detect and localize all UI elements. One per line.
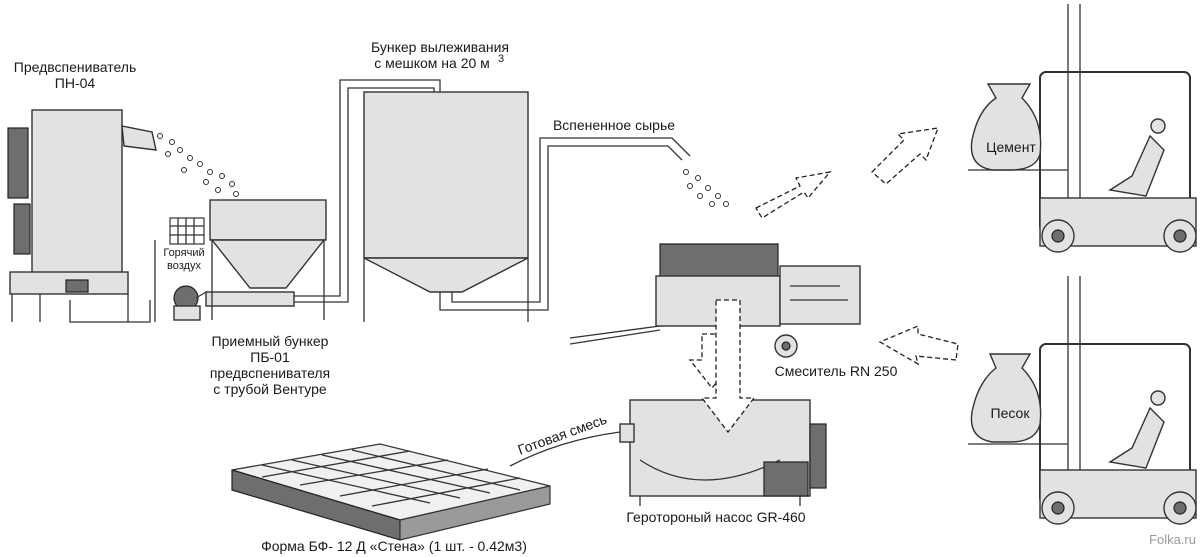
heater-grid	[169, 217, 205, 245]
mixer-label: Смеситель RN 250	[775, 363, 898, 379]
receiver-label-4: с трубой Вентуре	[213, 381, 327, 397]
arrow-foamed-to-mixer	[755, 171, 832, 219]
mixer-motor	[779, 265, 861, 325]
prefoamer-motor	[13, 203, 31, 255]
hot-air-label-2: воздух	[167, 260, 201, 272]
hot-air-heater	[154, 217, 205, 322]
driver-cement	[1108, 134, 1165, 197]
arrow-sand-to-mixer	[878, 325, 959, 366]
prefoamer-label-1: Предвспениватель	[14, 59, 137, 75]
arrow-cement-to-mixer	[871, 127, 939, 185]
beads-foamed	[683, 169, 729, 207]
prefoamer-side-panel	[7, 127, 29, 199]
prefoamer-body	[31, 109, 123, 275]
sand-bag	[970, 353, 1042, 443]
forklift-sand	[968, 276, 1197, 525]
hot-air-label-1: Горячий	[163, 247, 204, 259]
silo-label-1: Бункер вылеживания	[371, 39, 509, 55]
aging-silo	[363, 91, 529, 322]
transport-pipe-2	[439, 145, 683, 311]
sand-label: Песок	[991, 405, 1031, 421]
forklift-cement	[968, 4, 1197, 253]
cement-label: Цемент	[986, 139, 1036, 155]
prefoamer-air-pipe	[69, 300, 151, 323]
silo-label-sup: 3	[498, 53, 504, 65]
beads-prefoamer	[157, 133, 239, 197]
ready-mix-hose	[509, 431, 621, 467]
prefoamer-grille	[65, 279, 89, 293]
cement-bag	[970, 83, 1042, 171]
pump-motor	[763, 461, 809, 497]
receiver-label-2: ПБ-01	[250, 349, 290, 365]
prefoamer-label-2: ПН-04	[55, 75, 96, 91]
foamed-label: Вспененное сырье	[553, 117, 675, 133]
silo-label-2: с мешком на 20 м	[374, 55, 490, 71]
mixer	[569, 243, 861, 358]
mold-form	[231, 443, 551, 541]
venturi-tube	[205, 291, 295, 307]
receiving-hopper	[195, 199, 327, 320]
ready-mix-label: Готовая смесь	[516, 411, 609, 458]
driver-sand	[1108, 406, 1165, 469]
prefoamer-chute	[121, 125, 157, 151]
pump-label: Геротороный насос GR-460	[626, 509, 805, 525]
mixer-drawbar	[569, 325, 661, 339]
prefoamer	[7, 109, 157, 323]
receiver-label-3: предвспенивателя	[210, 365, 330, 381]
watermark: Folka.ru	[1149, 532, 1196, 547]
receiver-label-1: Приемный бункер	[212, 333, 329, 349]
transport-pipe-1	[294, 79, 441, 297]
form-label: Форма БФ- 12 Д «Стена» (1 шт. - 0.42м3)	[261, 538, 527, 554]
arrow-mixer-to-pump	[700, 299, 756, 434]
